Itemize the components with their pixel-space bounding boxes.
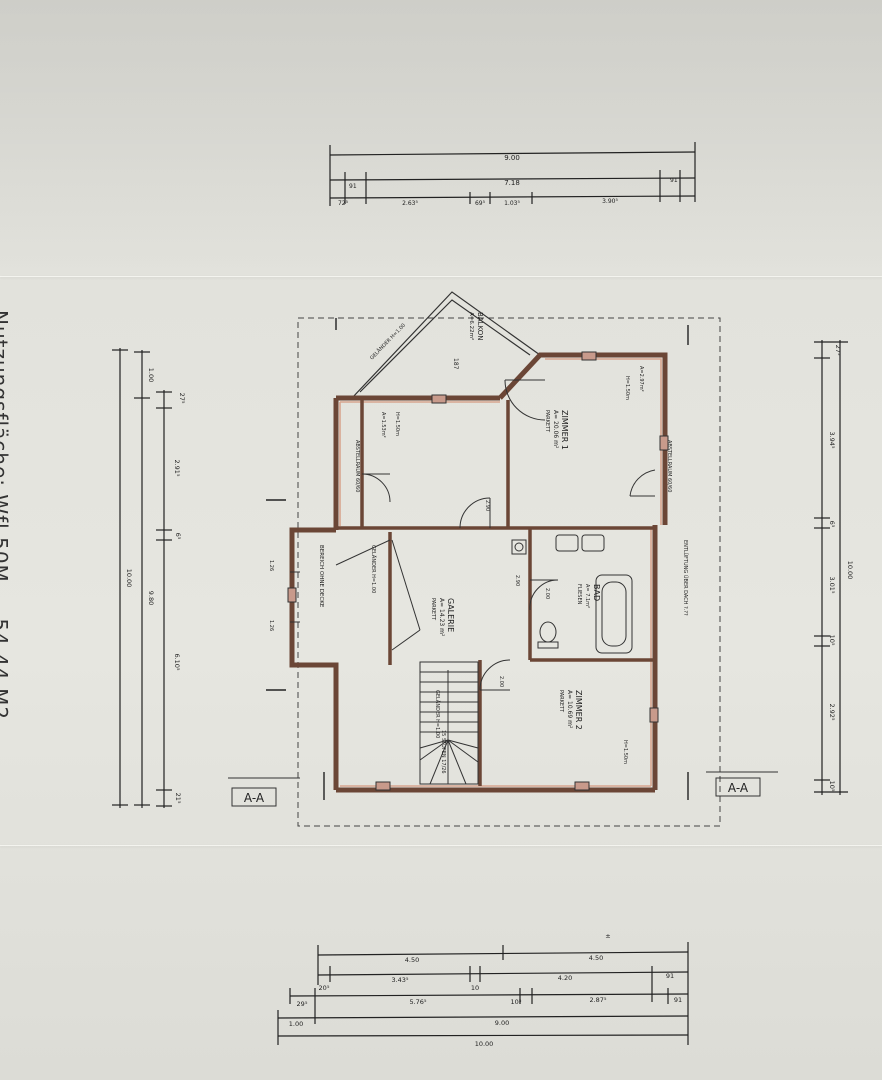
right-dim-overall: 10.00 — [846, 561, 854, 580]
galerie-name: GALERIE — [446, 598, 455, 632]
left-dim-chain-2: 2.91⁵ — [173, 459, 181, 476]
bottom-row2-3: 10 — [471, 984, 479, 992]
zimmer2-height: H=1.50m — [622, 740, 628, 764]
bereich-note: GELÄNDER H=1.00 — [370, 545, 377, 593]
abstellraum2-name: ABSTELLRAUM 60/60 — [666, 440, 672, 492]
bottom-row3-1: 29⁵ — [297, 1000, 308, 1008]
window-label-1: 2.90 — [484, 500, 490, 511]
treppe-label: 15 STUFEN 17/26 — [440, 730, 446, 774]
left-dim-top-small: 1.00 — [147, 368, 155, 382]
top-dim-seg-3: 69⁵ — [475, 200, 486, 207]
top-shadow — [0, 0, 882, 280]
top-dimension-chain — [329, 142, 696, 206]
top-dim-seg-1: 72⁵ — [338, 200, 349, 207]
zimmer1-floor: PARKETT — [544, 410, 550, 433]
balcony-railing-label-left: GELÄNDER H=1.00 — [368, 322, 407, 362]
right-dim-chain-4: 3.01⁵ — [828, 576, 836, 593]
bad-area: A= 7.1m² — [584, 584, 590, 608]
interior-walls — [338, 400, 655, 786]
window-label-6: 1.26 — [268, 620, 274, 631]
corner-ticks — [266, 318, 689, 800]
section-marker-right: A-A — [728, 781, 749, 795]
top-dim-left-small: 91 — [349, 183, 357, 190]
right-dim-chain-6: 2.92⁵ — [828, 703, 836, 720]
balcony-area: A=6.22m² — [468, 312, 475, 340]
zimmer2-floor: PARKETT — [558, 690, 564, 713]
left-dim-chain-1: 27⁵ — [178, 393, 186, 404]
abstellraum-height: H=1.50m — [394, 412, 400, 436]
galerie-floor: PARKETT — [430, 598, 436, 621]
balcony-door-width: 187 — [452, 358, 459, 370]
window-marks — [287, 351, 669, 791]
window-label-2: 2.90 — [514, 575, 520, 586]
balcony — [351, 291, 541, 399]
zimmer1-note: A=2.97m² — [638, 366, 644, 392]
roof-outline — [297, 317, 721, 827]
exterior-walls-inner — [339, 358, 662, 787]
bottom-row1-left: 4.50 — [405, 956, 419, 964]
bottom-row1-right: 4.50 — [589, 954, 603, 962]
exterior-walls — [289, 352, 668, 793]
void-opening — [290, 539, 421, 651]
bottom-row3-4: 2.87⁵ — [589, 996, 606, 1004]
bottom-row2-1: 20⁵ — [319, 984, 330, 992]
abstellraum-area: A=1.53m² — [380, 412, 386, 438]
bottom-row4-2: 9.00 — [495, 1019, 509, 1027]
staircase — [419, 661, 479, 785]
bottom-dimension-chain — [277, 942, 689, 1045]
right-dim-chain-5: 10⁵ — [828, 635, 836, 646]
zimmer1-area: A= 20.06 m² — [552, 410, 559, 449]
left-dimension-chain — [112, 348, 172, 808]
window-label-4: 2.00 — [498, 676, 504, 687]
bottom-row2-5: 91 — [666, 972, 674, 980]
top-dim-seg-5: 3.90⁵ — [602, 198, 618, 205]
top-dim-right-small: 91 — [670, 177, 678, 184]
treppe-note: GELÄNDER H=1.00 — [434, 690, 441, 738]
bottom-row2-2: 3.43⁵ — [391, 976, 408, 984]
left-dim-chain-5: 21⁵ — [174, 793, 182, 804]
top-dim-seg-4: 1.03⁵ — [504, 200, 520, 207]
balcony-name: BALKON — [476, 312, 484, 340]
bereich-name: BEREICH OHNE DECKE — [318, 545, 324, 608]
bottom-row3-3: 10⁵ — [511, 998, 522, 1006]
right-dim-chain-7: 10⁵ — [828, 781, 836, 792]
zimmer1-height: H=1.50m — [624, 376, 630, 400]
abstellraum-name: ABSTELLRAUM 60/60 — [354, 440, 360, 492]
top-dim-inner: 7.18 — [504, 179, 520, 187]
window-label-5: 1.26 — [268, 560, 274, 571]
doors — [361, 379, 656, 691]
paper-fold-bottom — [0, 845, 882, 846]
bottom-row1-mark: ± — [605, 932, 610, 940]
top-dim-overall: 9.00 — [504, 154, 520, 162]
bad-name: BAD — [592, 584, 601, 601]
bad-floor: FLIESEN — [576, 584, 582, 605]
bottom-dim-overall: 10.00 — [475, 1040, 494, 1048]
bottom-row4-1: 1.00 — [289, 1020, 303, 1028]
zimmer2-name: ZIMMER 2 — [574, 690, 583, 730]
bathroom-fixtures — [511, 534, 633, 654]
left-dim-chain-3: 6⁵ — [174, 533, 182, 540]
right-dimension-chain — [814, 340, 848, 795]
left-dim-second: 9.80 — [147, 591, 155, 605]
bottom-row3-5: 91 — [674, 996, 682, 1004]
zimmer2-area: A= 10.69 m² — [566, 690, 573, 729]
galerie-area: A= 14.23 m² — [438, 598, 445, 637]
left-dim-chain-4: 6.10⁵ — [173, 653, 181, 670]
bottom-row3-2: 5.76⁵ — [409, 998, 426, 1006]
right-dim-chain-3: 6⁵ — [828, 521, 836, 528]
zimmer1-name: ZIMMER 1 — [560, 410, 569, 450]
left-dim-overall: 10.00 — [125, 569, 133, 588]
paper-fold-top — [0, 276, 882, 277]
section-marker-left: A-A — [244, 791, 265, 805]
entlueftung-label: ENTLÜFTUNG ÜBER DACH ?.?? — [682, 540, 689, 616]
window-label-3: 2.00 — [544, 588, 550, 599]
right-dim-chain-2: 3.94⁵ — [828, 431, 836, 448]
bottom-row2-4: 4.20 — [558, 974, 572, 982]
section-markers — [228, 771, 778, 807]
top-dim-seg-2: 2.63⁵ — [402, 200, 418, 207]
right-dim-chain-1: 27⁵ — [834, 345, 842, 356]
